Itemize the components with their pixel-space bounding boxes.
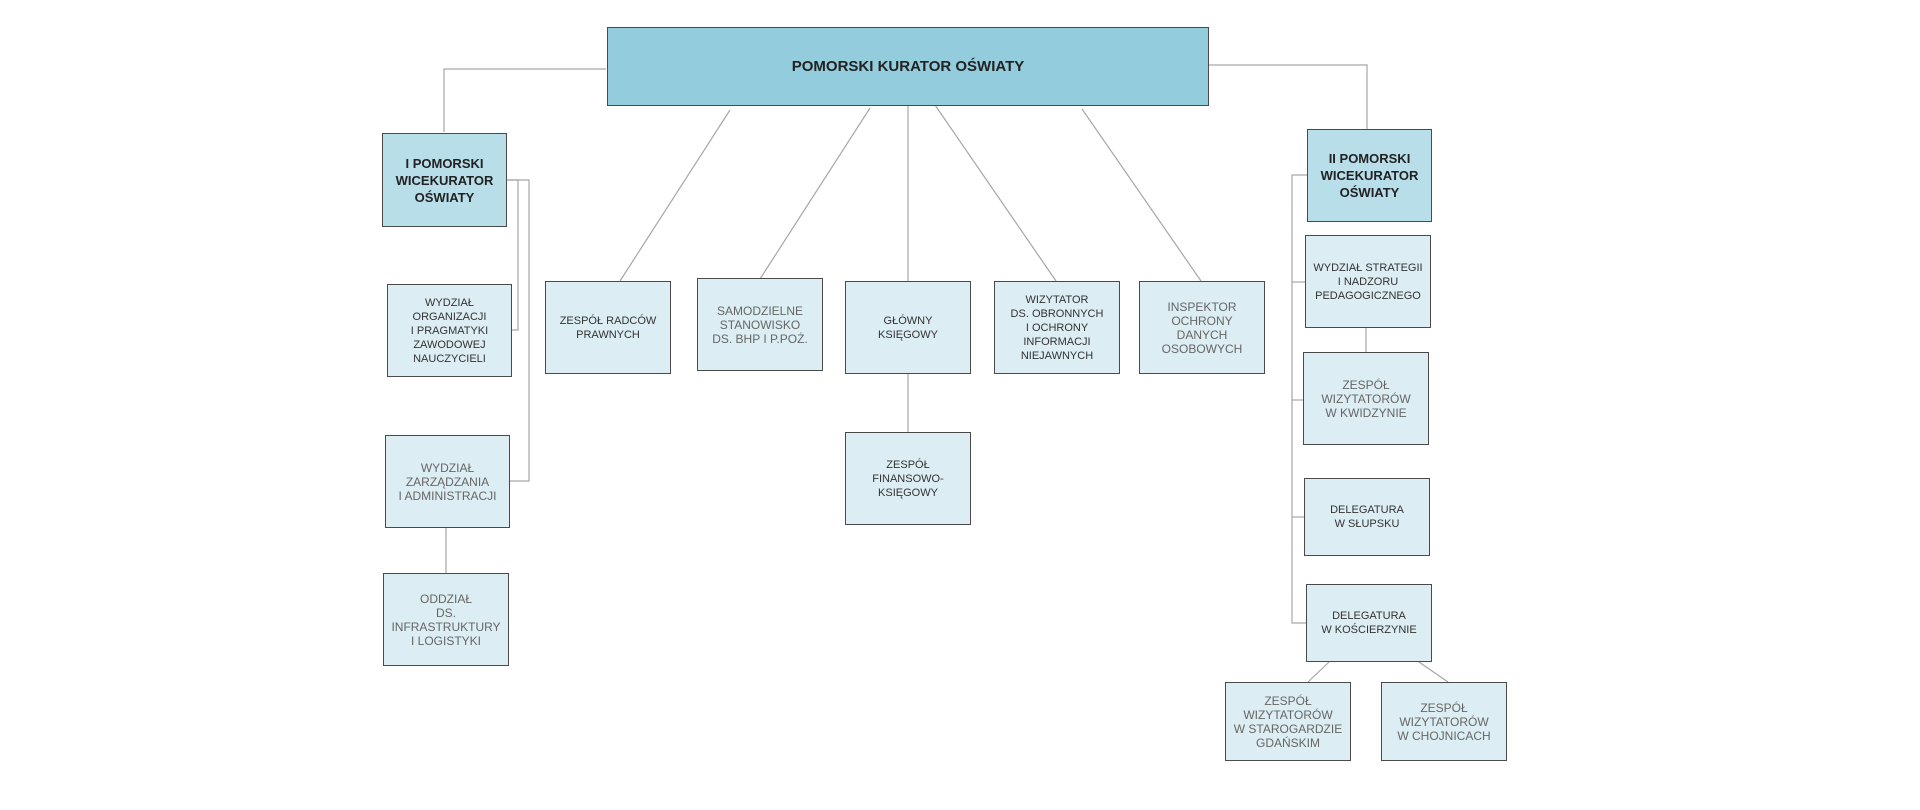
connector-head-vice1 — [443, 68, 606, 132]
wizytator-obronnych-box: WIZYTATOR DS. OBRONNYCH I OCHRONY INFORM… — [994, 281, 1120, 374]
inspektor-ochrony-box: INSPEKTOR OCHRONY DANYCH OSOBOWYCH — [1139, 281, 1265, 374]
connector-head-vice2 — [1208, 64, 1368, 129]
wydzial-strategii-box: WYDZIAŁ STRATEGII I NADZORU PEDAGOGICZNE… — [1305, 235, 1431, 328]
zespol-starogard-box: ZESPÓŁ WIZYTATORÓW W STAROGARDZIE GDAŃSK… — [1225, 682, 1351, 761]
connector-head-radcow — [619, 109, 731, 282]
connector-head-bhp — [759, 107, 871, 280]
zespol-radcow-box: ZESPÓŁ RADCÓW PRAWNYCH — [545, 281, 671, 374]
zespol-finansowo-box: ZESPÓŁ FINANSOWO- KSIĘGOWY — [845, 432, 971, 525]
wydzial-zarzadzania-box: WYDZIAŁ ZARZĄDZANIA I ADMINISTRACJI — [385, 435, 510, 528]
vice2-box: II POMORSKI WICEKURATOR OŚWIATY — [1307, 129, 1432, 222]
stanowisko-bhp-box: SAMODZIELNE STANOWISKO DS. BHP I P.POŻ. — [697, 278, 823, 371]
connector-koscierzyna-starogard — [1307, 661, 1330, 683]
wydzial-organizacji-box: WYDZIAŁ ORGANIZACJI I PRAGMATYKI ZAWODOW… — [387, 284, 512, 377]
delegatura-slupsk-box: DELEGATURA W SŁUPSKU — [1304, 478, 1430, 556]
zespol-kwidzyn-box: ZESPÓŁ WIZYTATORÓW W KWIDZYNIE — [1303, 352, 1429, 445]
delegatura-koscierzyna-box: DELEGATURA W KOŚCIERZYNIE — [1306, 584, 1432, 662]
connector-head-wizytator — [934, 104, 1057, 282]
oddzial-infrastruktury-box: ODDZIAŁ DS. INFRASTRUKTURY I LOGISTYKI — [383, 573, 509, 666]
vice1-box: I POMORSKI WICEKURATOR OŚWIATY — [382, 133, 507, 227]
connector-koscierzyna-chojnice — [1418, 661, 1449, 683]
connector-vice2-bracket — [1291, 174, 1307, 624]
head-box: POMORSKI KURATOR OŚWIATY — [607, 27, 1209, 106]
connector-head-inspektor — [1081, 108, 1202, 282]
zespol-chojnice-box: ZESPÓŁ WIZYTATORÓW W CHOJNICACH — [1381, 682, 1507, 761]
connector-vice1-bracket-b — [507, 179, 530, 482]
glowny-ksiegowy-box: GŁÓWNY KSIĘGOWY — [845, 281, 971, 374]
